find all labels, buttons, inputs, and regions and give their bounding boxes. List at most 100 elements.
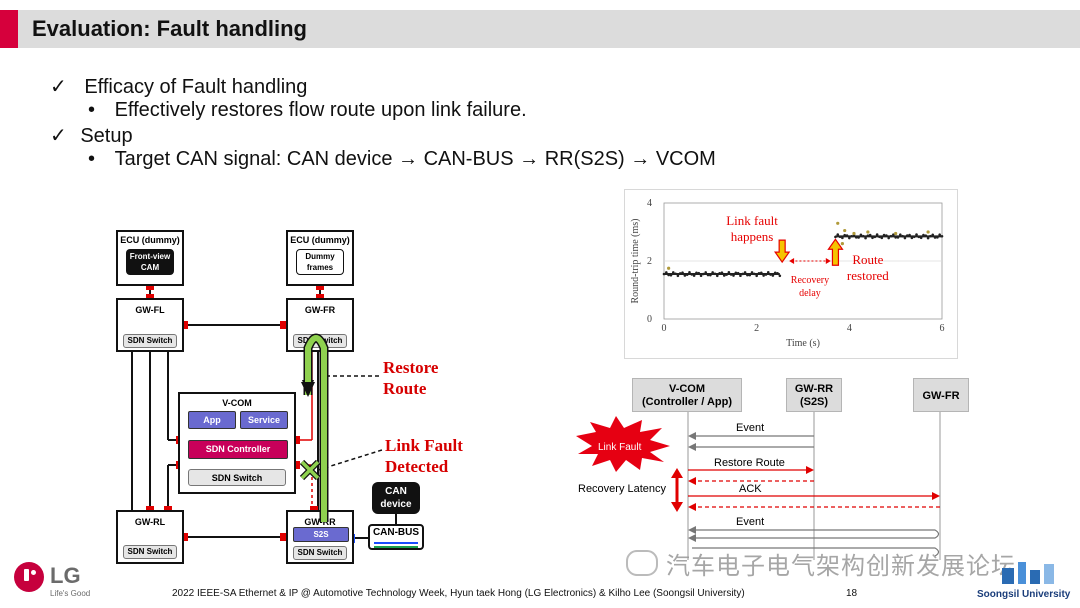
link-fault-burst-icon	[576, 416, 670, 472]
service-box: Service	[240, 411, 288, 429]
x-tick-label: 0	[662, 323, 667, 334]
recovery-delay-arrowhead	[825, 258, 831, 264]
check-icon: ✓	[50, 125, 67, 147]
ecu-left: ECU (dummy) Front-view CAM	[116, 230, 184, 286]
bullet-text: Target CAN signal: CAN device → CAN-BUS …	[114, 148, 716, 170]
msg-event-1: Event	[736, 422, 765, 434]
ecu-right: ECU (dummy) Dummy frames	[286, 230, 354, 286]
watermark-text: 汽车电子电气架构创新发展论坛	[666, 553, 1016, 580]
data-point	[926, 236, 930, 240]
outlier-point	[894, 231, 898, 236]
actor-name: GW-RR	[794, 383, 834, 395]
ecu-left-title: ECU (dummy)	[120, 235, 180, 245]
page-number: 18	[846, 588, 858, 599]
gw-fl-switch: SDN Switch	[123, 334, 177, 348]
data-point	[676, 274, 680, 278]
outlier-point	[667, 266, 671, 270]
slide-title: Evaluation: Fault handling	[32, 16, 307, 41]
link-fault-detected-label: Link Fault Detected	[385, 435, 463, 477]
restore-route-line: Restore	[383, 358, 439, 377]
annotation-recovery: delay	[799, 288, 821, 299]
actor-gw-rr: GW-RR (S2S)	[786, 378, 842, 412]
data-point	[848, 236, 851, 240]
x-tick-label: 2	[754, 323, 759, 334]
lg-logo-icon	[14, 562, 44, 592]
footer-citation: 2022 IEEE-SA Ethernet & IP @ Automotive …	[172, 588, 745, 599]
bullet-1: ✓ Efficacy of Fault handling	[50, 74, 307, 99]
annotation-route: Route	[852, 252, 883, 267]
link-fault-x-icon	[299, 459, 321, 481]
actor-sub: (S2S)	[799, 396, 829, 408]
msg-ack: ACK	[739, 483, 762, 495]
data-point	[665, 271, 668, 274]
check-icon: ✓	[50, 76, 67, 98]
data-point	[704, 271, 707, 274]
dummy-frames-box: Dummy frames	[296, 249, 344, 275]
data-point	[836, 233, 840, 236]
s2s-box: S2S	[293, 527, 349, 542]
actor-gw-fr: GW-FR	[913, 378, 969, 412]
msg-restore-route: Restore Route	[714, 457, 785, 469]
msg-event-2: Event	[736, 516, 765, 528]
ecu-right-box-line: Dummy	[305, 252, 335, 261]
data-point	[864, 236, 867, 240]
restore-route-label: Restore Route	[383, 357, 438, 399]
can-device-line: device	[380, 499, 412, 510]
vcom-title: V-COM	[222, 398, 252, 408]
outlier-point	[852, 231, 856, 236]
link-fault-detected-line: Detected	[385, 457, 449, 476]
link-fault-detected-line: Link Fault	[385, 436, 463, 455]
recovery-latency-label: Recovery Latency	[578, 483, 667, 495]
gw-rl-switch: SDN Switch	[123, 545, 177, 559]
sdn-controller-box: SDN Controller	[188, 440, 288, 459]
gw-rl-label: GW-RL	[134, 517, 166, 527]
can-bus-label: CAN-BUS	[372, 527, 420, 538]
data-point	[699, 274, 703, 278]
bullet-text: Setup	[80, 125, 133, 147]
outlier-point	[836, 221, 840, 225]
wechat-icon	[626, 550, 658, 576]
bullet-text: Efficacy of Fault handling	[84, 76, 308, 98]
link-fault-label: Link Fault	[598, 442, 642, 453]
app-box: App	[188, 411, 236, 429]
data-point	[755, 274, 758, 278]
data-point	[887, 236, 891, 240]
actor-name: V-COM	[668, 383, 706, 395]
fault-arrow-icon	[773, 239, 791, 264]
ecu-left-box-line: CAM	[140, 263, 160, 272]
data-point	[915, 233, 918, 236]
annotation-recovery: Recovery	[791, 275, 829, 286]
lg-logo-text: LG	[50, 563, 81, 588]
annotation-route: restored	[847, 268, 889, 283]
can-bus-line-blue	[374, 542, 418, 544]
annotation-fault: Link fault	[726, 213, 778, 228]
bullet-4: • Target CAN signal: CAN device → CAN-BU…	[88, 148, 716, 171]
recovery-delay-arrowhead	[789, 258, 795, 264]
data-point	[903, 236, 907, 240]
gw-fr-label: GW-FR	[304, 305, 336, 315]
gw-rr-switch: SDN Switch	[293, 546, 347, 560]
data-point	[739, 274, 742, 278]
data-point	[727, 271, 731, 274]
restore-arrow-icon	[827, 238, 844, 266]
y-tick-label: 4	[647, 198, 652, 209]
data-point	[766, 271, 770, 274]
title-bar: Evaluation: Fault handling	[0, 10, 1080, 48]
bullet-text: Effectively restores flow route upon lin…	[114, 99, 527, 121]
data-point	[875, 233, 879, 236]
restore-route-line: Route	[383, 379, 427, 398]
bullet-2: • Effectively restores flow route upon l…	[88, 99, 527, 122]
dot-icon: •	[88, 148, 96, 170]
can-bus-line-green	[374, 546, 418, 548]
university-name: Soongsil University	[977, 589, 1071, 600]
x-tick-label: 4	[847, 323, 852, 334]
bullet-3: ✓ Setup	[50, 123, 133, 148]
ecu-left-box-line: Front-view	[129, 252, 171, 261]
ecu-right-title: ECU (dummy)	[290, 235, 350, 245]
vcom-switch: SDN Switch	[188, 469, 286, 486]
title-accent	[0, 10, 18, 48]
actor-vcom: V-COM (Controller / App)	[632, 378, 742, 412]
